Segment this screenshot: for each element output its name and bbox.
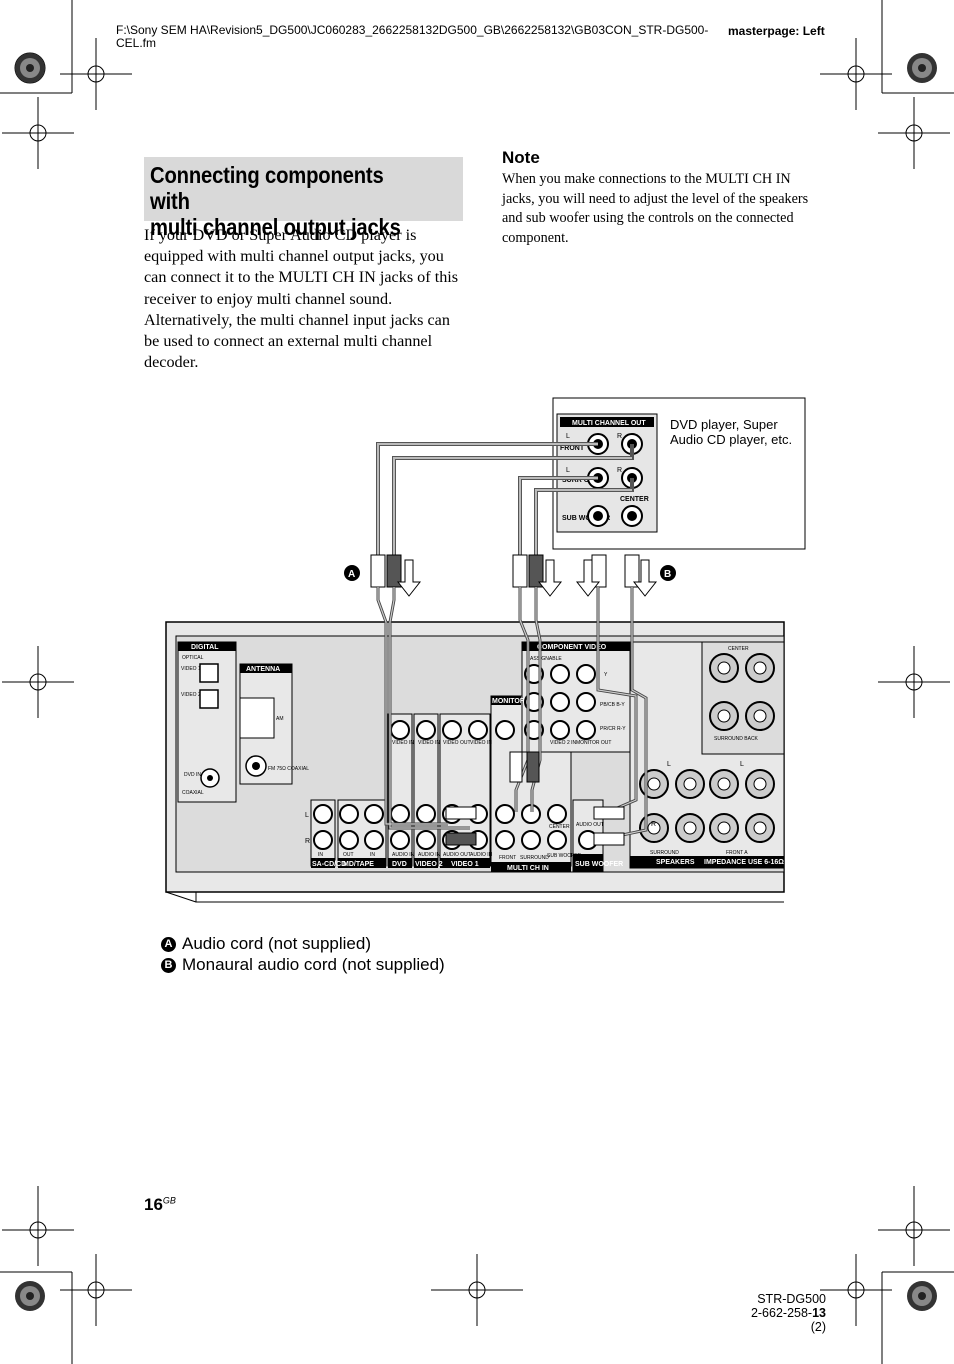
page-number: 16GB [144,1195,176,1215]
recv-r-label: R [305,838,310,845]
player-r-label: R [617,433,622,440]
antenna-label: ANTENNA [246,666,280,673]
video1-in-label: VIDEO 1 IN [181,666,208,672]
pr-label: PR/CR R-Y [600,726,626,732]
note-heading: Note [502,148,540,167]
fm-label: FM 75Ω COAXIAL [268,766,309,772]
player-surround-label: SURR OUND [562,477,604,484]
v1-video-in-label: VIDEO IN [470,740,492,746]
video2-label: VIDEO 2 [415,861,443,868]
sw-audio-out-label: AUDIO OUT [576,822,604,828]
v1-audio-out-label: AUDIO OUT [443,852,471,858]
section-title: Connecting components with multi channel… [150,162,423,240]
optical-label: OPTICAL [182,655,204,661]
arrow-down-1 [396,559,422,597]
part-number-bold: 13 [812,1306,826,1320]
player-center-label: CENTER [620,496,649,503]
spk-surround-label: SURROUND [650,850,679,856]
section-title-background [144,157,463,221]
spk-surround-back-label: SURROUND BACK [714,736,759,742]
md-tape-label: MD/TAPE [343,861,374,868]
masterpage-label: masterpage: Left [728,24,825,38]
v2-video-in-label: VIDEO IN [418,740,440,746]
model-name: STR-DG500 [757,1292,826,1306]
coaxial-label: COAXIAL [182,790,204,796]
page-number-suffix: GB [162,1195,176,1206]
v2-audio-in-label: AUDIO IN [418,852,441,858]
dvd-audio-in-label: AUDIO IN [392,852,415,858]
player-front-label: FRONT [560,445,585,452]
y-label: Y [604,672,608,678]
arrow-down-3 [575,559,601,597]
multi-ch-in-label: MULTI CH IN [507,865,549,872]
spk-l-label: L [667,761,671,768]
page-number-value: 16 [144,1195,163,1214]
player-r2-label: R [617,467,622,474]
recv-l-label: L [305,812,309,819]
cv-monitor-out-label: MONITOR OUT [576,740,611,746]
cv-video2-in-label: VIDEO 2 IN [550,740,577,746]
note-text: When you make connections to the MULTI C… [502,171,809,246]
dvd-video-in-label: VIDEO IN [392,740,414,746]
section-body: If your DVD or Super Audio CD player is … [144,226,459,372]
legend-badge-a: A [161,936,176,952]
mch-center-label: CENTER [549,824,570,830]
sub-woofer-box-label: SUB WOOFER [575,861,623,868]
video1-label: VIDEO 1 [451,861,479,868]
md-out-label: OUT [343,852,354,858]
badge-a [344,565,360,581]
dvd-label: DVD [392,861,407,868]
file-path-header: F:\Sony SEM HA\Revision5_DG500\JC060283_… [116,23,709,50]
mch-front-label: FRONT [499,855,516,861]
part-number: 2-662-258-13 (2) [740,1306,826,1334]
badge-b [660,565,676,581]
arrow-down-2 [537,559,563,597]
digital-label: DIGITAL [191,644,219,651]
legend-item-b: B Monaural audio cord (not supplied) [161,955,445,975]
legend-text-b: Monaural audio cord (not supplied) [182,955,445,974]
legend-text-a: Audio cord (not supplied) [182,934,372,953]
part-number-prefix: 2-662-258- [750,1306,813,1320]
assignable-label: ASSIGNABLE [530,656,562,662]
spk-l2-label: L [740,761,744,768]
badge-b-label: B [664,569,671,580]
speakers-label: SPEAKERS [656,859,695,866]
sacd-in-label: IN [318,852,323,858]
legend-item-a: A Audio cord (not supplied) [161,934,371,954]
v1-video-out-label: VIDEO OUT [443,740,471,746]
badge-a-label: A [348,569,355,580]
monitor-label: MONITOR [492,698,525,705]
pb-label: PB/CB B-Y [600,702,625,708]
spk-center-label: CENTER [728,646,749,652]
part-number-suffix: (2) [810,1320,826,1334]
player-panel-title: MULTI CHANNEL OUT [572,420,646,427]
video2-in-label: VIDEO 2 IN [181,692,208,698]
mch-subwoofer-label: SUB WOOFER [547,853,582,859]
v1-audio-in-label: AUDIO IN [470,852,493,858]
component-video-label: COMPONENT VIDEO [537,644,607,651]
mch-surround-label: SURROUND [520,855,549,861]
player-caption: DVD player, Super Audio CD player, etc. [670,417,793,447]
player-l2-label: L [566,467,570,474]
am-label: AM [276,716,284,722]
spk-r-label: R [651,821,656,828]
md-in-label: IN [370,852,375,858]
spk-front-a-label: FRONT A [726,850,748,856]
arrow-down-4 [632,559,658,597]
model-code: STR-DG500 2-662-258-13 (2) [740,1292,826,1334]
section-title-line1: Connecting components with [150,162,384,214]
dvd-in-label: DVD IN [184,772,201,778]
section-title-line2: multi channel output jacks [150,214,401,240]
player-l-label: L [566,433,570,440]
impedance-label: IMPEDANCE USE 6-16Ω [704,859,784,866]
legend-badge-b: B [161,957,176,973]
sacd-label: SA-CD/CD [312,861,346,868]
player-subwoofer-label: SUB WOOFER [562,515,610,522]
